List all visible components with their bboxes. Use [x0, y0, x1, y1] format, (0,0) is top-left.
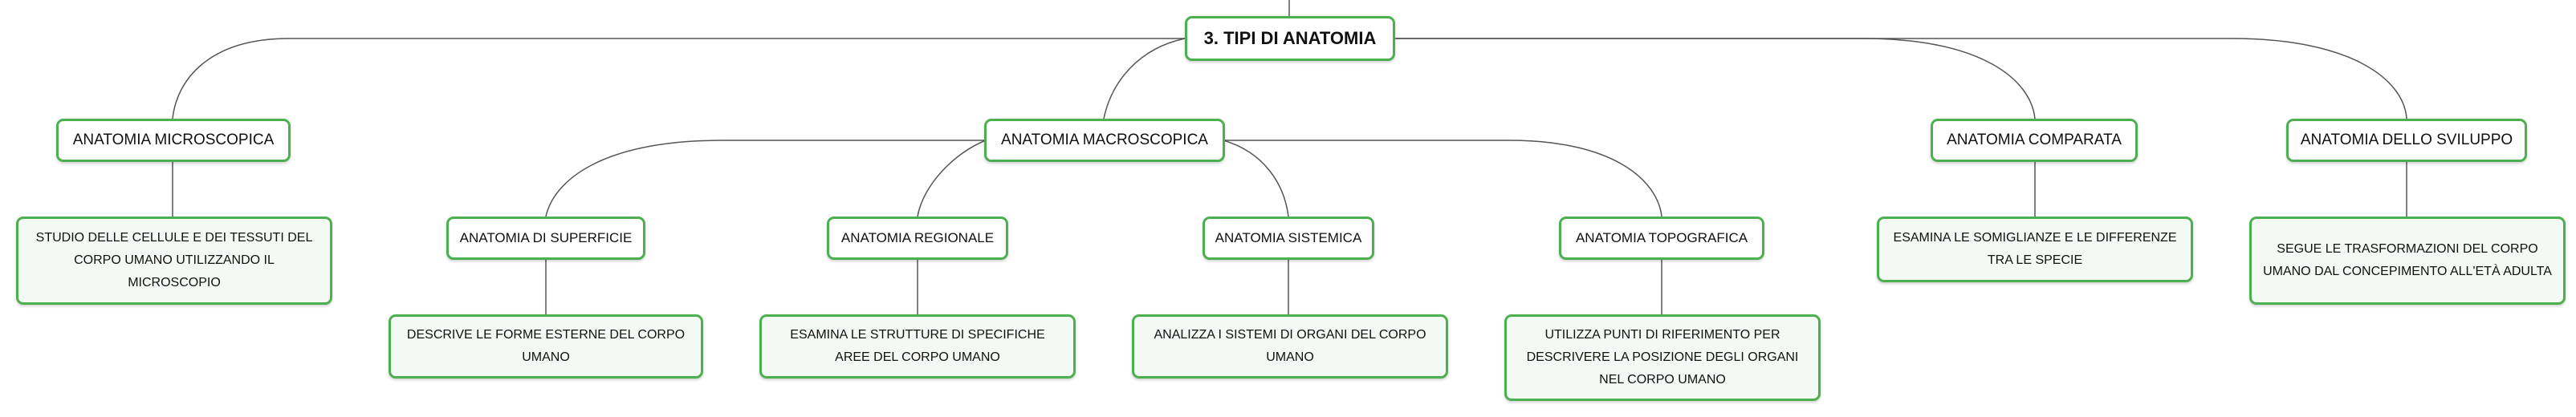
connector-root-sviluppo — [1394, 38, 2407, 119]
branch-macroscopica[interactable]: ANATOMIA MACROSCOPICA — [984, 119, 1225, 162]
subbranch-label: ANATOMIA DI SUPERFICIE — [459, 230, 633, 245]
subbranch-superficie[interactable]: ANATOMIA DI SUPERFICIE — [446, 217, 645, 260]
root-node[interactable]: 3. TIPI DI ANATOMIA — [1185, 16, 1395, 61]
subbranch-label: ANATOMIA TOPOGRAFICA — [1575, 230, 1748, 245]
connector-macro-topografica — [1223, 140, 1662, 217]
leaf-topografica[interactable]: UTILIZZA PUNTI DI RIFERIMENTO PER DESCRI… — [1504, 314, 1821, 401]
leaf-text: ANALIZZA I SISTEMI DI ORGANI DEL CORPO U… — [1154, 328, 1426, 364]
subbranch-label: ANATOMIA SISTEMICA — [1215, 230, 1362, 245]
connector-macro-superficie — [545, 140, 986, 217]
connector-root-macroscopica — [1103, 38, 1186, 119]
leaf-microscopica[interactable]: STUDIO DELLE CELLULE E DEI TESSUTI DEL C… — [16, 217, 332, 305]
subbranch-topografica[interactable]: ANATOMIA TOPOGRAFICA — [1559, 217, 1764, 260]
connector-macro-regionale — [917, 140, 987, 217]
subbranch-label: ANATOMIA REGIONALE — [840, 230, 995, 245]
connector-root-comparata — [1394, 38, 2036, 119]
leaf-text: STUDIO DELLE CELLULE E DEI TESSUTI DEL C… — [35, 231, 313, 289]
leaf-sistemica[interactable]: ANALIZZA I SISTEMI DI ORGANI DEL CORPO U… — [1132, 314, 1448, 379]
leaf-text: DESCRIVE LE FORME ESTERNE DEL CORPO UMAN… — [406, 328, 686, 364]
branch-microscopica[interactable]: ANATOMIA MICROSCOPICA — [56, 119, 291, 162]
branch-sviluppo[interactable]: ANATOMIA DELLO SVILUPPO — [2286, 119, 2527, 162]
leaf-comparata[interactable]: ESAMINA LE SOMIGLIANZE E LE DIFFERENZE T… — [1877, 217, 2193, 282]
leaf-text: SEGUE LE TRASFORMAZIONI DEL CORPO UMANO … — [2263, 242, 2552, 278]
root-label: 3. TIPI DI ANATOMIA — [1203, 28, 1377, 48]
leaf-text: ESAMINA LE SOMIGLIANZE E LE DIFFERENZE T… — [1893, 231, 2177, 267]
branch-label: ANATOMIA MICROSCOPICA — [72, 132, 275, 148]
leaf-regionale[interactable]: ESAMINA LE STRUTTURE DI SPECIFICHE AREE … — [759, 314, 1076, 379]
leaf-sviluppo[interactable]: SEGUE LE TRASFORMAZIONI DEL CORPO UMANO … — [2249, 217, 2566, 305]
branch-label: ANATOMIA DELLO SVILUPPO — [2300, 132, 2513, 148]
branch-comparata[interactable]: ANATOMIA COMPARATA — [1931, 119, 2138, 162]
leaf-text: ESAMINA LE STRUTTURE DI SPECIFICHE AREE … — [790, 328, 1045, 364]
connector-macro-sistemica — [1223, 140, 1289, 217]
leaf-text: UTILIZZA PUNTI DI RIFERIMENTO PER DESCRI… — [1526, 328, 1799, 387]
branch-label: ANATOMIA MACROSCOPICA — [1001, 132, 1208, 148]
subbranch-sistemica[interactable]: ANATOMIA SISTEMICA — [1203, 217, 1374, 260]
branch-label: ANATOMIA COMPARATA — [1947, 132, 2122, 148]
connector-root-microscopica — [172, 38, 1185, 119]
leaf-superficie[interactable]: DESCRIVE LE FORME ESTERNE DEL CORPO UMAN… — [389, 314, 703, 379]
subbranch-regionale[interactable]: ANATOMIA REGIONALE — [827, 217, 1008, 260]
